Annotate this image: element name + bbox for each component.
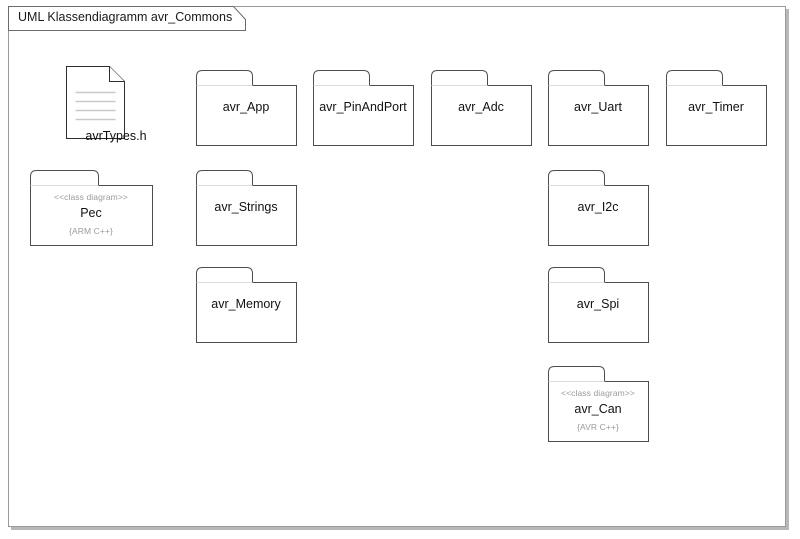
package-outline <box>548 170 649 246</box>
artifact-page-outline <box>66 66 125 139</box>
package-outline <box>431 70 532 146</box>
package-node[interactable]: avr_Strings <box>196 170 297 246</box>
package-node[interactable]: avr_Uart <box>548 70 649 146</box>
package-outline <box>313 70 414 146</box>
package-outline <box>548 267 649 343</box>
package-node[interactable]: avr_PinAndPort <box>313 70 414 146</box>
package-outline <box>548 70 649 146</box>
package-node[interactable]: <<class diagram>>Pec{ARM C++} <box>30 170 153 246</box>
package-outline <box>666 70 767 146</box>
package-outline <box>196 267 297 343</box>
package-outline <box>196 170 297 246</box>
package-outline <box>196 70 297 146</box>
package-node[interactable]: avr_Timer <box>666 70 767 146</box>
package-node[interactable]: avr_Memory <box>196 267 297 343</box>
artifact-node[interactable]: avrTypes.h <box>66 66 166 152</box>
diagram-title: UML Klassendiagramm avr_Commons <box>18 10 233 24</box>
diagram-title-tab[interactable]: UML Klassendiagramm avr_Commons <box>8 6 246 31</box>
package-node[interactable]: avr_App <box>196 70 297 146</box>
artifact-fold-icon <box>109 66 125 82</box>
package-outline <box>548 366 649 442</box>
package-outline <box>30 170 153 246</box>
artifact-name: avrTypes.h <box>85 129 147 143</box>
package-node[interactable]: avr_Adc <box>431 70 532 146</box>
package-node[interactable]: avr_Spi <box>548 267 649 343</box>
package-node[interactable]: avr_I2c <box>548 170 649 246</box>
package-node[interactable]: <<class diagram>>avr_Can{AVR C++} <box>548 366 649 442</box>
